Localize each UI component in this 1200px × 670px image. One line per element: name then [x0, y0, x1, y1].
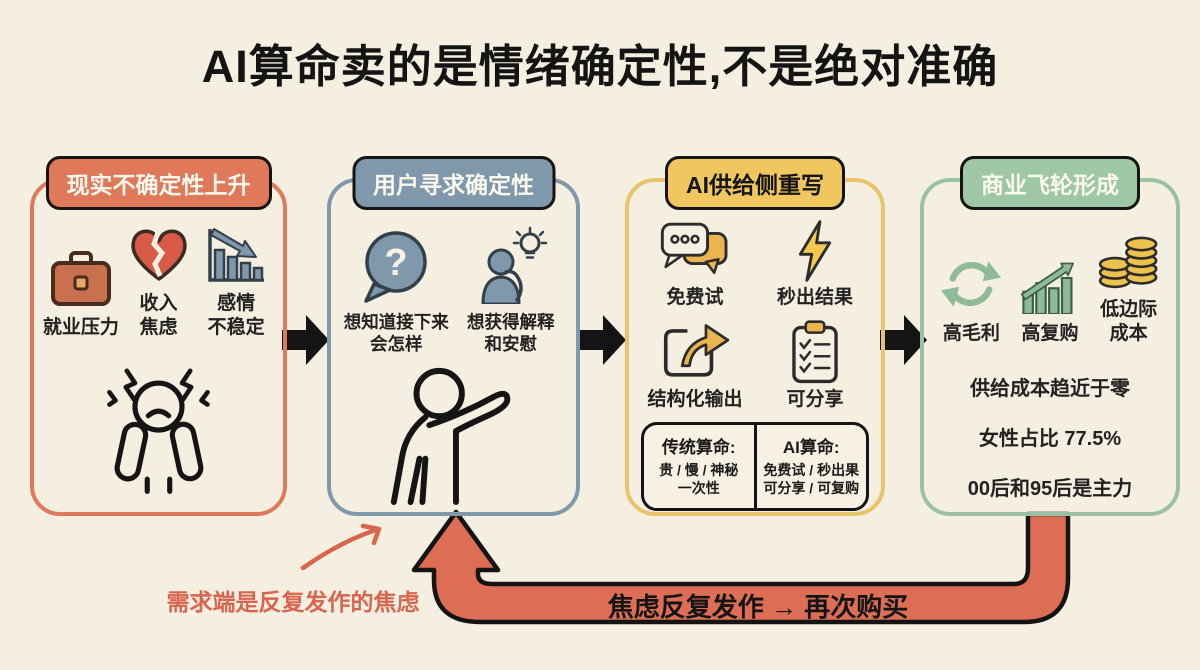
panel-header: 现实不确定性上升	[45, 156, 272, 210]
cycle-icon	[941, 261, 1002, 307]
icon-row: 高毛利 高复购	[924, 226, 1176, 346]
item-instant-results: 秒出结果	[755, 220, 875, 310]
comparison-traditional: 传统算命: 贵 / 慢 / 神秘 一次性	[644, 424, 757, 509]
page-title: AI算命卖的是情绪确定性,不是绝对准确	[201, 41, 999, 92]
item-high-repurchase: 高复购	[1011, 254, 1090, 346]
declining-chart-icon	[208, 228, 265, 282]
item-want-to-know-future: ? 想知道接下来 会怎样	[339, 228, 454, 356]
comparison-lines: 贵 / 慢 / 神秘 一次性	[659, 461, 739, 497]
item-label: 结构化输出	[647, 388, 743, 410]
stat-main-demographic: 00后和95后是主力	[967, 477, 1133, 500]
svg-text:?: ?	[385, 242, 408, 284]
comparison-box: 传统算命: 贵 / 慢 / 神秘 一次性 AI算命: 免费试 / 秒出果 可分享…	[641, 421, 869, 512]
icon-row: ? 想知道接下来 会怎样 想获得解释 和安慰	[331, 226, 576, 356]
item-label: 秒出结果	[776, 287, 853, 308]
item-label: 低边际 成本	[1100, 299, 1158, 344]
item-high-margin: 高毛利	[932, 254, 1011, 346]
item-label: 想知道接下来 会怎样	[343, 312, 449, 354]
stat-supply-cost: 供给成本趋近于零	[970, 377, 1130, 400]
question-bubble-icon: ?	[364, 231, 427, 303]
panel-reality-uncertainty: 现实不确定性上升 就业压力 收入 焦虑	[30, 156, 287, 516]
broken-heart-icon	[130, 229, 187, 281]
item-low-marginal-cost: 低边际 成本	[1089, 226, 1168, 346]
item-structured-output: 结构化输出	[635, 320, 755, 412]
item-income-anxiety: 收入 焦虑	[120, 226, 198, 340]
item-label: 可分享	[786, 388, 844, 410]
item-free-trial: 免费试	[635, 220, 755, 310]
stats-list: 供给成本趋近于零 女性占比 77.5% 00后和95后是主力	[924, 372, 1176, 501]
pointing-person-icon	[390, 367, 510, 505]
chat-bubbles-icon	[660, 222, 728, 275]
panel-business-flywheel: 商业飞轮形成 高毛利 高复购	[920, 156, 1180, 516]
comparison-ai: AI算命: 免费试 / 秒出果 可分享 / 可复购	[757, 425, 867, 509]
comparison-lines: 免费试 / 秒出果 可分享 / 可复购	[763, 461, 860, 497]
panel-header: AI供给侧重写	[665, 156, 845, 210]
stressed-person-icon	[106, 368, 210, 494]
item-shareable: 可分享	[755, 320, 875, 412]
flow-arrow-icon	[282, 315, 329, 365]
lightning-icon	[798, 220, 832, 282]
item-label: 想获得解释 和安慰	[467, 312, 555, 354]
share-icon	[663, 323, 730, 377]
panel-header: 用户寻求确定性	[352, 156, 555, 210]
item-label: 感情 不稳定	[207, 293, 265, 338]
growth-chart-icon	[1020, 262, 1074, 314]
panel-ai-supply-rewrite: AI供给侧重写 免费试 秒出结果	[625, 156, 885, 516]
flow-arrow-icon	[880, 315, 927, 365]
annotation-curve-arrow-icon	[300, 523, 382, 571]
panel-header: 商业飞轮形成	[960, 156, 1140, 210]
comparison-title: AI算命:	[782, 437, 840, 457]
item-want-explanation-comfort: 想获得解释 和安慰	[454, 226, 569, 356]
loop-band-text: 焦虑反复发作 → 再次购买	[607, 592, 909, 622]
flow-arrow-icon	[579, 315, 626, 365]
comparison-title: 传统算命:	[661, 437, 736, 457]
item-label: 收入 焦虑	[139, 293, 178, 338]
thinking-person-icon	[481, 226, 547, 304]
icon-grid: 免费试 秒出结果 结构化输出	[629, 220, 881, 412]
icon-row: 就业压力 收入 焦虑 感情 不稳定	[34, 226, 283, 340]
item-label: 高毛利	[942, 322, 1000, 344]
coins-icon	[1098, 236, 1158, 289]
panel-user-seeks-certainty: 用户寻求确定性 ? 想知道接下来 会怎样 想获得	[327, 156, 580, 516]
item-relationship-instability: 感情 不稳定	[197, 226, 275, 340]
item-label: 就业压力	[42, 316, 119, 338]
briefcase-icon	[50, 250, 111, 306]
stat-female-ratio: 女性占比 77.5%	[978, 427, 1122, 450]
figure-area	[331, 356, 576, 512]
item-label: 免费试	[666, 287, 724, 308]
item-label: 高复购	[1021, 322, 1079, 344]
clipboard-icon	[792, 320, 838, 383]
demand-side-annotation: 需求端是反复发作的焦虑	[166, 589, 420, 615]
figure-area	[34, 340, 283, 513]
item-employment-pressure: 就业压力	[42, 250, 120, 340]
